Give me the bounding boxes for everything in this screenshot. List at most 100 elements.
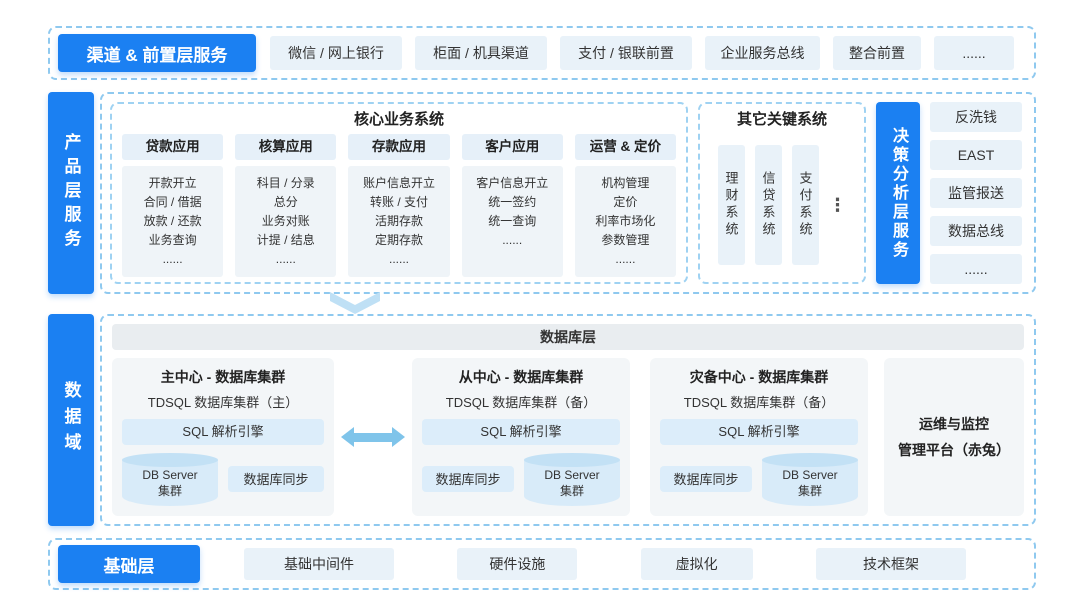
feature-line: ...... [615, 252, 636, 266]
core-column-header: 存款应用 [348, 134, 450, 160]
feature-line: 定期存款 [375, 233, 424, 247]
base-item-tech-framework: 技术框架 [815, 548, 966, 580]
base-layer-section: 基础层 基础中间件 硬件设施 虚拟化 技术框架 [48, 538, 1036, 590]
feature-line: 账户信息开立 [363, 176, 436, 190]
other-system-credit: 信贷系统 [754, 145, 782, 265]
clusters-row: 主中心 - 数据库集群 TDSQL 数据库集群（主） SQL 解析引擎 DB S… [112, 358, 1024, 516]
base-item-hardware: 硬件设施 [457, 548, 578, 580]
core-column-header: 运营 & 定价 [574, 134, 677, 160]
cluster-title: 灾备中心 - 数据库集群 [689, 369, 829, 385]
channel-layer-section: 渠道 & 前置层服务 微信 / 网上银行 柜面 / 机具渠道 支付 / 银联前置… [48, 26, 1036, 80]
core-business-systems-box: 核心业务系统 贷款应用 开款开立 合同 / 借据 放款 / 还款 业务查询 ..… [110, 102, 688, 284]
other-systems-title: 其它关键系统 [736, 111, 827, 128]
feature-line: 合同 / 借据 [143, 195, 202, 209]
data-domain-label: 数据域 [48, 314, 94, 526]
channel-item-payment-unionpay: 支付 / 银联前置 [560, 36, 692, 70]
cluster-title: 从中心 - 数据库集群 [458, 369, 584, 385]
cluster-disaster-recovery: 灾备中心 - 数据库集群 TDSQL 数据库集群（备） SQL 解析引擎 数据库… [650, 358, 868, 516]
channel-item-more: ...... [934, 36, 1014, 70]
decision-item-databus: 数据总线 [930, 216, 1022, 246]
decision-item-regulatory: 监管报送 [930, 178, 1022, 208]
cluster-subtitle: TDSQL 数据库集群（备） [683, 395, 835, 410]
decision-item-more: ...... [930, 254, 1022, 284]
feature-line: ...... [502, 233, 523, 247]
base-item-virtualization: 虚拟化 [640, 548, 753, 580]
channel-item-integration: 整合前置 [833, 36, 921, 70]
cluster-bottom-row: DB Server 集群 数据库同步 [122, 449, 324, 508]
data-layer-section: 数据域 数据库层 主中心 - 数据库集群 TDSQL 数据库集群（主） SQL … [48, 314, 1036, 526]
db-server-cylinder-icon: DB Server 集群 [122, 452, 218, 506]
core-column-body: 客户信息开立 统一签约 统一查询 ...... [461, 166, 563, 277]
cluster-bottom-row: 数据库同步 DB Server 集群 [422, 449, 620, 508]
feature-line: ...... [162, 252, 183, 266]
chevron-down-icon [330, 292, 380, 314]
base-layer-label: 基础层 [58, 545, 200, 583]
cluster-title: 主中心 - 数据库集群 [160, 369, 286, 385]
product-layer-label: 产品层服务 [48, 92, 94, 294]
db-server-cylinder-icon: DB Server 集群 [524, 452, 620, 506]
feature-line: 定价 [613, 195, 638, 209]
other-key-systems-box: 其它关键系统 理财系统 信贷系统 支付系统 ⋮ [698, 102, 866, 284]
cluster-subtitle: TDSQL 数据库集群（备） [445, 395, 597, 410]
feature-line: 开款开立 [148, 176, 197, 190]
feature-line: 参数管理 [601, 233, 650, 247]
db-server-cylinder-icon: DB Server 集群 [762, 452, 858, 506]
core-column-deposit: 存款应用 账户信息开立 转账 / 支付 活期存款 定期存款 ...... [348, 134, 450, 277]
channel-item-counter: 柜面 / 机具渠道 [415, 36, 547, 70]
feature-line: 统一签约 [488, 195, 537, 209]
database-layer-header: 数据库层 [112, 324, 1024, 350]
flow-arrow-row [48, 292, 1036, 314]
channel-item-wechat-ebank: 微信 / 网上银行 [270, 36, 402, 70]
core-column-header: 客户应用 [461, 134, 563, 160]
decision-items-column: 反洗钱 EAST 监管报送 数据总线 ...... [930, 102, 1022, 284]
ops-platform-line1: 运维与监控 [919, 416, 989, 432]
feature-line: 客户信息开立 [476, 176, 549, 190]
channel-item-esb: 企业服务总线 [705, 36, 820, 70]
other-system-wealth: 理财系统 [717, 145, 745, 265]
sql-engine-bar: SQL 解析引擎 [660, 419, 858, 445]
cluster-bottom-row: 数据库同步 DB Server 集群 [660, 449, 858, 508]
core-systems-title: 核心业务系统 [353, 111, 444, 128]
core-column-accounting: 核算应用 科目 / 分录 总分 业务对账 计提 / 结息 ...... [235, 134, 337, 277]
ops-monitoring-platform-card: 运维与监控 管理平台（赤兔） [884, 358, 1024, 516]
cluster-secondary: 从中心 - 数据库集群 TDSQL 数据库集群（备） SQL 解析引擎 数据库同… [412, 358, 630, 516]
core-column-body: 机构管理 定价 利率市场化 参数管理 ...... [574, 166, 677, 277]
feature-line: 计提 / 结息 [256, 233, 315, 247]
decision-layer-label: 决策分析层服务 [876, 102, 920, 284]
db-sync-pill: 数据库同步 [422, 465, 514, 492]
base-item-middleware: 基础中间件 [244, 548, 394, 580]
more-systems-ellipsis: ⋮ [828, 194, 847, 215]
feature-line: 转账 / 支付 [370, 195, 429, 209]
channel-items-row: 微信 / 网上银行 柜面 / 机具渠道 支付 / 银联前置 企业服务总线 整合前… [270, 36, 1026, 70]
feature-line: 总分 [273, 195, 298, 209]
core-column-customer: 客户应用 客户信息开立 统一签约 统一查询 ...... [461, 134, 563, 277]
core-column-loan: 贷款应用 开款开立 合同 / 借据 放款 / 还款 业务查询 ...... [122, 134, 224, 277]
feature-line: ...... [389, 252, 410, 266]
db-server-label: DB Server 集群 [142, 467, 198, 498]
double-arrow-icon [341, 426, 405, 447]
feature-line: 利率市场化 [595, 214, 656, 228]
sync-arrow-cell [334, 358, 412, 516]
db-sync-pill: 数据库同步 [228, 465, 324, 492]
feature-line: 科目 / 分录 [256, 176, 315, 190]
core-column-header: 贷款应用 [122, 134, 224, 160]
feature-line: 统一查询 [488, 214, 537, 228]
feature-line: 活期存款 [375, 214, 424, 228]
data-layer-container: 数据库层 主中心 - 数据库集群 TDSQL 数据库集群（主） SQL 解析引擎… [100, 314, 1036, 526]
feature-line: 业务对账 [261, 214, 310, 228]
core-column-body: 开款开立 合同 / 借据 放款 / 还款 业务查询 ...... [122, 166, 224, 277]
db-server-label: DB Server 集群 [782, 467, 838, 498]
decision-item-aml: 反洗钱 [930, 102, 1022, 132]
ops-platform-line2: 管理平台（赤兔） [898, 442, 1010, 458]
core-column-header: 核算应用 [235, 134, 337, 160]
base-items-row: 基础中间件 硬件设施 虚拟化 技术框架 [244, 548, 966, 580]
core-column-operations-pricing: 运营 & 定价 机构管理 定价 利率市场化 参数管理 ...... [574, 134, 677, 277]
feature-line: 业务查询 [148, 233, 197, 247]
core-column-body: 账户信息开立 转账 / 支付 活期存款 定期存款 ...... [348, 166, 450, 277]
db-server-label: DB Server 集群 [544, 467, 600, 498]
other-system-payment: 支付系统 [791, 145, 819, 265]
feature-line: ...... [275, 252, 296, 266]
sql-engine-bar: SQL 解析引擎 [122, 419, 324, 445]
db-sync-pill: 数据库同步 [660, 465, 752, 492]
